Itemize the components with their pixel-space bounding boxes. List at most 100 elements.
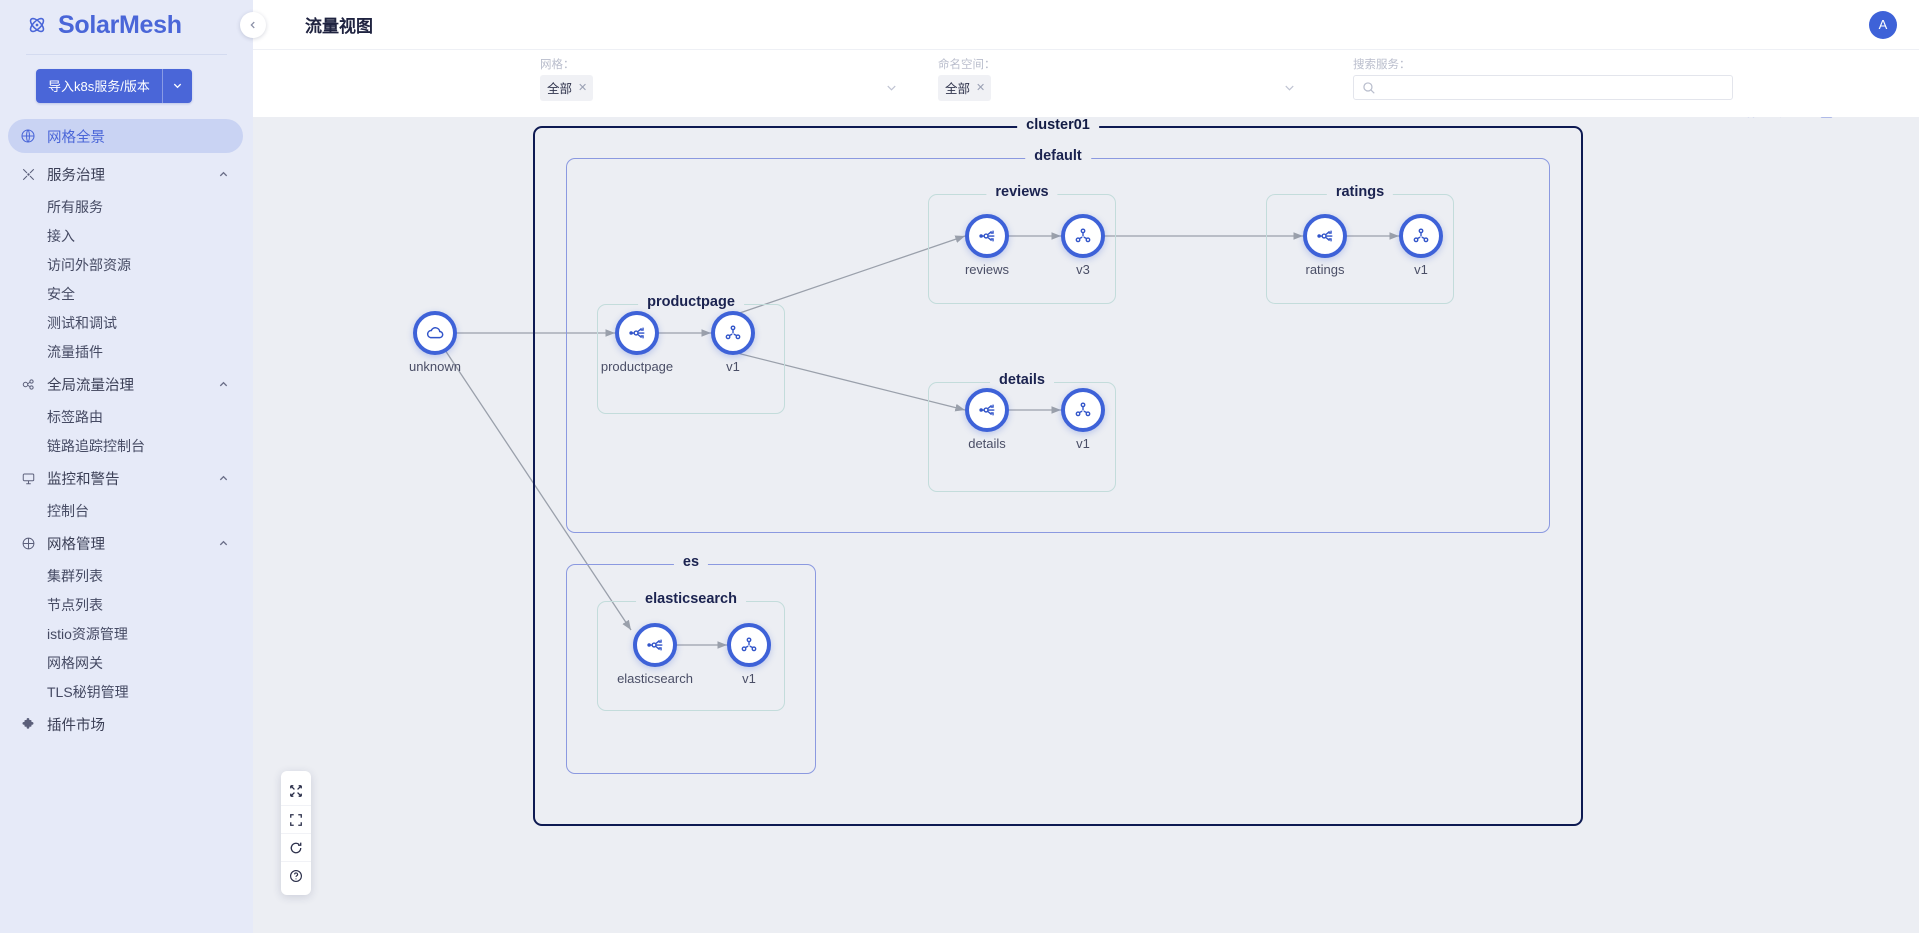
graph-node-elasticsearch-v1[interactable]: v1 <box>727 623 771 686</box>
service-icon <box>979 230 995 242</box>
graph-node-ratings-service[interactable]: ratings <box>1303 214 1347 277</box>
node-circle[interactable] <box>965 214 1009 258</box>
graph-box-cluster01[interactable]: cluster01 <box>533 118 1583 826</box>
sidebar-item-security[interactable]: 安全 <box>0 279 253 308</box>
sidebar-divider <box>26 54 227 55</box>
chevron-up-icon <box>218 473 229 484</box>
node-circle[interactable] <box>633 623 677 667</box>
sidebar-item-label: TLS秘钥管理 <box>47 683 129 700</box>
node-circle[interactable] <box>413 311 457 355</box>
node-label: ratings <box>1305 262 1345 277</box>
sidebar-collapse-handle[interactable] <box>240 12 266 38</box>
graph-node-details-service[interactable]: details <box>965 388 1009 451</box>
sidebar-group-mesh-management[interactable]: 网格管理 <box>0 525 253 561</box>
sidebar-item-mesh-gateway[interactable]: 网格网关 <box>0 648 253 677</box>
chevron-up-icon <box>218 538 229 549</box>
graph-node-unknown[interactable]: unknown <box>409 311 461 374</box>
graph-node-productpage-service[interactable]: productpage <box>601 311 673 374</box>
node-label: reviews <box>964 262 1010 277</box>
chevron-left-icon <box>250 21 255 29</box>
node-label: v1 <box>742 671 756 686</box>
node-circle[interactable] <box>1061 214 1105 258</box>
node-label: productpage <box>600 359 674 374</box>
node-circle[interactable] <box>1303 214 1347 258</box>
close-icon[interactable]: ✕ <box>578 82 588 94</box>
reset-icon[interactable] <box>281 833 311 861</box>
governance-icon <box>18 167 38 182</box>
sidebar-item-console[interactable]: 控制台 <box>0 496 253 525</box>
sidebar-item-tracing-console[interactable]: 链路追踪控制台 <box>0 431 253 460</box>
sidebar-group-service-governance[interactable]: 服务治理 <box>0 156 253 192</box>
sidebar-item-label: 插件市场 <box>47 717 105 734</box>
filter-bar: 网格： 全部 ✕ 命名空间： 全部 ✕ <box>253 50 1919 133</box>
graph-box-reviews[interactable]: reviews <box>928 184 1116 304</box>
graph-box-es[interactable]: es <box>566 554 816 774</box>
main-area: 流量视图 A 网格： 全部 ✕ 命名空间： <box>253 0 1919 933</box>
sidebar-item-label-routing[interactable]: 标签路由 <box>0 402 253 431</box>
graph-node-reviews-v3[interactable]: v3 <box>1061 214 1105 277</box>
node-label: v1 <box>726 359 740 374</box>
workload-icon <box>725 325 741 340</box>
sidebar-group-label: 监控和警告 <box>47 471 120 488</box>
brand[interactable]: SolarMesh <box>0 0 253 50</box>
chevron-down-icon[interactable] <box>885 81 898 94</box>
graph-node-ratings-v1[interactable]: v1 <box>1399 214 1443 277</box>
filter-mesh-control[interactable]: 全部 ✕ <box>540 75 900 101</box>
globe-icon <box>18 128 38 144</box>
sidebar-item-istio-resources[interactable]: istio资源管理 <box>0 619 253 648</box>
sidebar-item-test-debug[interactable]: 测试和调试 <box>0 308 253 337</box>
sidebar-item-all-services[interactable]: 所有服务 <box>0 192 253 221</box>
chevron-down-icon[interactable] <box>1283 81 1296 94</box>
collapse-icon[interactable] <box>281 777 311 805</box>
filter-mesh-tag[interactable]: 全部 ✕ <box>540 75 594 101</box>
sidebar-item-plugin-market[interactable]: 插件市场 <box>0 706 253 742</box>
brand-name: SolarMesh <box>58 10 182 39</box>
search-box[interactable] <box>1353 75 1733 100</box>
chevron-down-icon[interactable] <box>163 69 192 103</box>
graph-node-details-v1[interactable]: v1 <box>1061 388 1105 451</box>
node-circle[interactable] <box>965 388 1009 432</box>
node-label: v3 <box>1076 262 1090 277</box>
fit-screen-icon[interactable] <box>281 805 311 833</box>
node-circle[interactable] <box>1061 388 1105 432</box>
filter-namespace-tag[interactable]: 全部 ✕ <box>938 75 992 101</box>
sidebar-item-external-resources[interactable]: 访问外部资源 <box>0 250 253 279</box>
page-title: 流量视图 <box>305 17 373 36</box>
sidebar-item-label: 网格网关 <box>47 654 103 671</box>
help-icon[interactable] <box>281 861 311 889</box>
import-k8s-service-button[interactable]: 导入k8s服务/版本 <box>36 69 192 103</box>
sidebar-group-label: 服务治理 <box>47 167 105 184</box>
graph-box-details[interactable]: details <box>928 372 1116 492</box>
sidebar-item-node-list[interactable]: 节点列表 <box>0 590 253 619</box>
sidebar-item-mesh-overview[interactable]: 网格全景 <box>8 119 243 153</box>
sidebar-item-label: istio资源管理 <box>47 625 128 642</box>
graph-node-reviews-service[interactable]: reviews <box>965 214 1009 277</box>
graph-tools <box>281 771 311 895</box>
node-circle[interactable] <box>615 311 659 355</box>
sidebar-item-ingress[interactable]: 接入 <box>0 221 253 250</box>
sidebar-item-cluster-list[interactable]: 集群列表 <box>0 561 253 590</box>
sidebar-item-tls-keys[interactable]: TLS秘钥管理 <box>0 677 253 706</box>
sidebar-group-global-traffic[interactable]: 全局流量治理 <box>0 366 253 402</box>
sidebar-item-traffic-plugin[interactable]: 流量插件 <box>0 337 253 366</box>
graph-box-label: es <box>673 554 709 570</box>
node-circle[interactable] <box>711 311 755 355</box>
close-icon[interactable]: ✕ <box>976 82 986 94</box>
avatar[interactable]: A <box>1869 10 1897 39</box>
filter-mesh-value: 全部 <box>547 82 573 96</box>
graph-box-elasticsearch[interactable]: elasticsearch <box>597 591 785 711</box>
graph-box-label: reviews <box>986 184 1058 200</box>
node-circle[interactable] <box>727 623 771 667</box>
node-label: v1 <box>1414 262 1428 277</box>
graph-box-label: elasticsearch <box>636 591 746 607</box>
graph-node-productpage-v1[interactable]: v1 <box>711 311 755 374</box>
graph-box-ratings[interactable]: ratings <box>1266 184 1454 304</box>
sidebar-group-monitoring-alerts[interactable]: 监控和警告 <box>0 460 253 496</box>
graph-box-productpage[interactable]: productpage <box>597 294 785 414</box>
graph-node-elasticsearch-service[interactable]: elasticsearch <box>617 623 693 686</box>
filter-namespace-control[interactable]: 全部 ✕ <box>938 75 1298 101</box>
graph-box-default[interactable]: default <box>566 148 1550 533</box>
search-input[interactable] <box>1382 80 1724 95</box>
graph-canvas[interactable]: cluster01 default es productpage reviews… <box>253 118 1919 933</box>
node-circle[interactable] <box>1399 214 1443 258</box>
